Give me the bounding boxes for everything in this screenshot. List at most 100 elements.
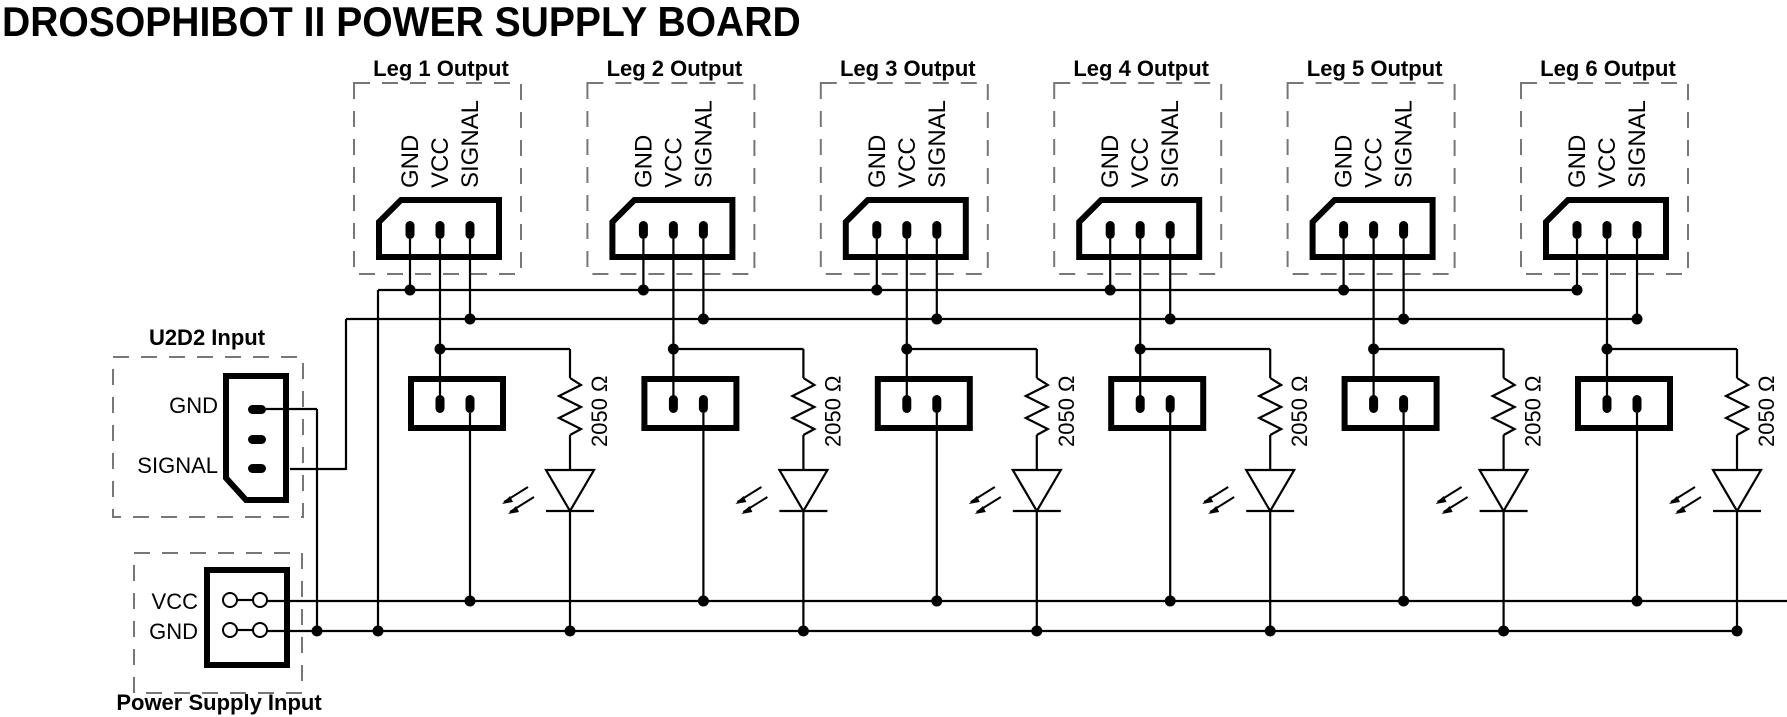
- led-icon: [777, 468, 830, 514]
- led-arrowhead-icon: [502, 496, 513, 504]
- jumper-pin-a: [435, 395, 445, 413]
- power-vcc-terminal-a: [222, 592, 238, 608]
- leg-pin-label-vcc: VCC: [1361, 137, 1388, 188]
- junction-dot: [311, 625, 323, 637]
- connector-pin-vcc: [902, 221, 912, 239]
- resistor-value-label: 2050 Ω: [820, 376, 845, 448]
- led-arrowhead-icon: [1669, 496, 1680, 504]
- led-arrowhead-icon: [508, 506, 519, 514]
- power-dashed-boundary: [133, 552, 303, 694]
- connector-pin-signal: [932, 221, 942, 239]
- jumper-pin-b: [1632, 395, 1642, 413]
- led-icon: [1477, 468, 1530, 514]
- leg-pin-label-signal: SIGNAL: [690, 100, 717, 188]
- leg-output-connector: [1309, 197, 1436, 260]
- u2d2-input-block: U2D2 Input GND SIGNAL: [112, 325, 304, 518]
- led-arrowhead-icon: [1441, 506, 1453, 514]
- power-vcc-terminal-b: [252, 592, 268, 608]
- leg-output-connector: [376, 197, 502, 260]
- led-icon: [1244, 468, 1297, 514]
- jumper-header: [1108, 376, 1207, 431]
- jumper-pin-b: [932, 395, 942, 413]
- junction-dot: [372, 625, 384, 637]
- power-supply-input-block: VCC GND Power Supply Input: [116, 552, 322, 715]
- connector-pin-gnd: [1572, 221, 1582, 239]
- jumper-pin-b: [465, 395, 475, 413]
- resistor-icon: [789, 377, 817, 436]
- bus-layer: [266, 288, 1787, 637]
- leg-pin-label-gnd: GND: [1564, 135, 1591, 188]
- leg-pin-label-vcc: VCC: [427, 137, 454, 188]
- leg-output-connector: [1076, 197, 1203, 260]
- jumper-header: [408, 376, 506, 431]
- power-gnd-terminal-a: [222, 622, 238, 638]
- jumper-header: [874, 376, 973, 431]
- u2d2-pin-nc: [248, 435, 266, 444]
- jumper-pin-a: [668, 395, 678, 413]
- leg-pin-label-gnd: GND: [397, 135, 424, 188]
- led-icon: [1010, 468, 1063, 514]
- connector-pin-gnd: [405, 221, 415, 239]
- leg-output-connector: [1543, 197, 1669, 260]
- power-gnd-terminal-b: [252, 622, 268, 638]
- resistor-icon: [1256, 377, 1284, 436]
- leg-pin-label-gnd: GND: [1097, 135, 1124, 188]
- connector-pin-gnd: [872, 221, 882, 239]
- connector-pin-signal: [1165, 221, 1175, 239]
- power-gnd-label: GND: [149, 619, 198, 644]
- u2d2-dashed-boundary: [112, 356, 304, 518]
- u2d2-connector: [223, 373, 289, 503]
- leg-dashed-boundary: [586, 82, 756, 275]
- leg-pin-label-signal: SIGNAL: [1391, 100, 1418, 188]
- jumper-header: [1341, 376, 1440, 431]
- leg-pin-label-vcc: VCC: [894, 137, 921, 188]
- jumper-pin-b: [1399, 395, 1409, 413]
- leg-pin-label-signal: SIGNAL: [924, 100, 951, 188]
- jumper-header: [641, 376, 740, 431]
- connector-pin-gnd: [638, 221, 648, 239]
- connector-pin-vcc: [1369, 221, 1379, 239]
- u2d2-signal-label: SIGNAL: [137, 453, 218, 478]
- power-connector: [204, 567, 290, 668]
- led-arrowhead-icon: [1675, 506, 1686, 514]
- connector-pin-gnd: [1339, 221, 1349, 239]
- leg-output-connector: [609, 197, 736, 260]
- leg-output-label: Leg 5 Output: [1307, 56, 1443, 81]
- resistor-value-label: 2050 Ω: [1754, 376, 1779, 448]
- jumper-pin-b: [1165, 395, 1175, 413]
- leg-dashed-boundary: [1053, 82, 1223, 275]
- leg-pin-label-signal: SIGNAL: [457, 100, 484, 188]
- leg-pin-label-vcc: VCC: [1594, 137, 1621, 188]
- led-arrowhead-icon: [1208, 506, 1220, 514]
- leg-dashed-boundary: [819, 82, 989, 275]
- led-arrowhead-icon: [741, 506, 753, 514]
- leg-pin-label-gnd: GND: [630, 135, 657, 188]
- u2d2-gnd-label: GND: [169, 393, 218, 418]
- connector-pin-signal: [465, 221, 475, 239]
- leg-pin-label-gnd: GND: [1331, 135, 1358, 188]
- connector-pin-vcc: [435, 221, 445, 239]
- leg-pin-label-signal: SIGNAL: [1624, 100, 1651, 188]
- led-arrowhead-icon: [968, 496, 980, 504]
- connector-pin-vcc: [668, 221, 678, 239]
- led-arrowhead-icon: [1202, 496, 1214, 504]
- connector-pin-vcc: [1602, 221, 1612, 239]
- leg-output-label: Leg 6 Output: [1540, 56, 1676, 81]
- jumper-pin-a: [902, 395, 912, 413]
- jumper-pin-a: [1135, 395, 1145, 413]
- jumper-pin-a: [1369, 395, 1379, 413]
- leg-pin-label-gnd: GND: [864, 135, 891, 188]
- connector-pin-signal: [1399, 221, 1409, 239]
- resistor-value-label: 2050 Ω: [587, 376, 612, 448]
- resistor-icon: [556, 377, 584, 436]
- leg-output-label: Leg 2 Output: [607, 56, 743, 81]
- resistor-icon: [1023, 377, 1051, 436]
- jumper-header: [1575, 376, 1673, 431]
- u2d2-pin-signal: [248, 464, 266, 473]
